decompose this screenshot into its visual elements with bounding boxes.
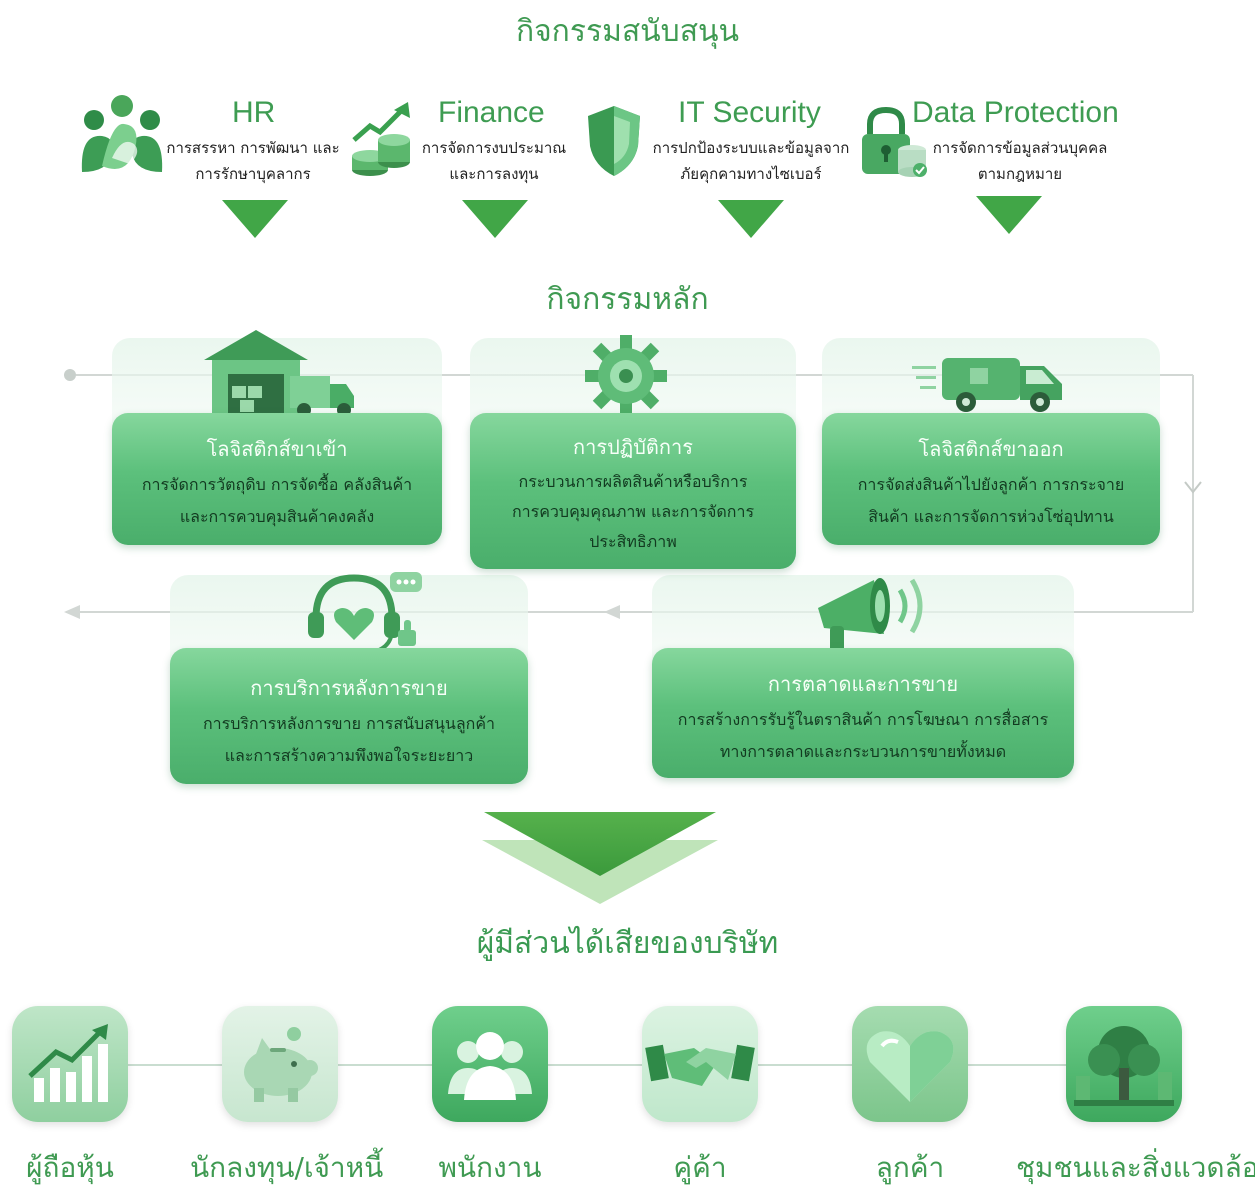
- marketing-sales-title: การตลาดและการขาย: [767, 672, 959, 696]
- padlock-database-icon: [858, 106, 930, 180]
- finance-desc-line2: และการลงทุน: [449, 165, 539, 183]
- large-down-arrow-icon: [482, 812, 718, 904]
- hr-desc: การสรรหา การพัฒนา และ การรักษาบุคลากร: [166, 135, 340, 187]
- down-arrow-finance: [462, 200, 528, 238]
- delivery-van-icon: [912, 354, 1072, 414]
- finance-title: Finance: [438, 96, 545, 129]
- shareholders-label: ผู้ถือหุ้น: [26, 1151, 114, 1184]
- support-activities-title: กิจกรรมสนับสนุน: [515, 14, 740, 49]
- after-sales-service-desc-line1: การบริการหลังการขาย การสนับสนุนลูกค้า: [202, 714, 496, 733]
- marketing-sales-desc-line2: ทางการตลาดและกระบวนการขายทั้งหมด: [719, 742, 1007, 761]
- community-environment-label: ชุมชนและสิ่งแวดล้อม: [1016, 1151, 1255, 1184]
- outbound-logistics-desc-line1: การจัดส่งสินค้าไปยังลูกค้า การกระจาย: [857, 475, 1125, 494]
- stakeholder-connector: [758, 1064, 852, 1066]
- inbound-logistics-title: โลจิสติกส์ขาเข้า: [206, 437, 348, 461]
- it-security-desc-line2: ภัยคุกคามทางไซเบอร์: [680, 165, 822, 183]
- down-arrow-hr: [222, 200, 288, 238]
- marketing-sales-box: การตลาดและการขาย การสร้างการรับรู้ในตราส…: [652, 648, 1074, 778]
- operations-desc-line1: กระบวนการผลิตสินค้าหรือบริการ: [518, 472, 748, 491]
- down-arrow-data-protection: [976, 196, 1042, 234]
- finance-desc-line1: การจัดการงบประมาณ: [421, 139, 567, 157]
- operations-desc-line2: การควบคุมคุณภาพ และการจัดการ: [511, 502, 755, 521]
- it-security-title: IT Security: [678, 96, 821, 129]
- marketing-sales-desc-line1: การสร้างการรับรู้ในตราสินค้า การโฆษณา กา…: [677, 710, 1049, 729]
- data-protection-desc-line2: ตามกฎหมาย: [977, 165, 1063, 183]
- after-sales-service-desc-line2: และการสร้างความพึงพอใจระยะยาว: [224, 746, 474, 765]
- heart-icon: [852, 1006, 968, 1122]
- piggy-bank-icon: [222, 1006, 338, 1122]
- finance-desc: การจัดการงบประมาณ และการลงทุน: [414, 135, 574, 187]
- stakeholder-connector: [968, 1064, 1066, 1066]
- after-sales-service-title: การบริการหลังการขาย: [250, 676, 448, 700]
- operations-box: การปฏิบัติการ กระบวนการผลิตสินค้าหรือบริ…: [470, 413, 796, 569]
- inbound-logistics-desc-line2: และการควบคุมสินค้าคงคลัง: [179, 507, 375, 526]
- after-sales-service-box: การบริการหลังการขาย การบริการหลังการขาย …: [170, 648, 528, 784]
- hr-desc-line1: การสรรหา การพัฒนา และ: [166, 139, 340, 157]
- handshake-icon: [642, 1006, 758, 1122]
- warehouse-truck-icon: [204, 326, 360, 418]
- people-icon: [72, 92, 172, 182]
- outbound-logistics-desc-line2: สินค้า และการจัดการห่วงโซ่อุปทาน: [868, 507, 1114, 526]
- shield-icon: [582, 102, 646, 180]
- stakeholder-connector: [548, 1064, 642, 1066]
- data-protection-desc: การจัดการข้อมูลส่วนบุคคล ตามกฎหมาย: [930, 135, 1110, 187]
- tree-icon: [1066, 1006, 1182, 1122]
- hr-title: HR: [232, 96, 276, 129]
- hr-desc-line2: การรักษาบุคลากร: [195, 165, 311, 183]
- coins-growth-icon: [348, 100, 414, 180]
- employees-icon: [432, 1006, 548, 1122]
- stakeholders-title: ผู้มีส่วนได้เสียของบริษัท: [476, 926, 779, 961]
- it-security-desc-line1: การปกป้องระบบและข้อมูลจาก: [652, 139, 850, 157]
- inbound-logistics-box: โลจิสติกส์ขาเข้า การจัดการวัตถุดิบ การจั…: [112, 413, 442, 545]
- outbound-logistics-title: โลจิสติกส์ขาออก: [918, 437, 1064, 461]
- megaphone-icon: [814, 568, 936, 660]
- data-protection-desc-line1: การจัดการข้อมูลส่วนบุคคล: [932, 139, 1108, 157]
- operations-title: การปฏิบัติการ: [573, 435, 693, 459]
- data-protection-title: Data Protection: [912, 96, 1119, 129]
- inbound-logistics-desc-line1: การจัดการวัตถุดิบ การจัดซื้อ คลังสินค้า: [141, 475, 413, 494]
- partners-label: คู่ค้า: [673, 1151, 727, 1184]
- outbound-logistics-box: โลจิสติกส์ขาออก การจัดส่งสินค้าไปยังลูกค…: [822, 413, 1160, 545]
- stakeholder-connector: [338, 1064, 432, 1066]
- customers-label: ลูกค้า: [875, 1151, 945, 1184]
- growth-chart-icon: [12, 1006, 128, 1122]
- gear-icon: [583, 333, 669, 419]
- employees-label: พนักงาน: [438, 1151, 542, 1184]
- operations-desc-line3: ประสิทธิภาพ: [589, 532, 677, 551]
- it-security-desc: การปกป้องระบบและข้อมูลจาก ภัยคุกคามทางไซ…: [646, 135, 856, 187]
- down-arrow-it-security: [718, 200, 784, 238]
- stakeholder-connector: [128, 1064, 222, 1066]
- investors-creditors-label: นักลงทุน/เจ้าหนี้: [190, 1151, 384, 1184]
- primary-activities-title: กิจกรรมหลัก: [546, 282, 709, 317]
